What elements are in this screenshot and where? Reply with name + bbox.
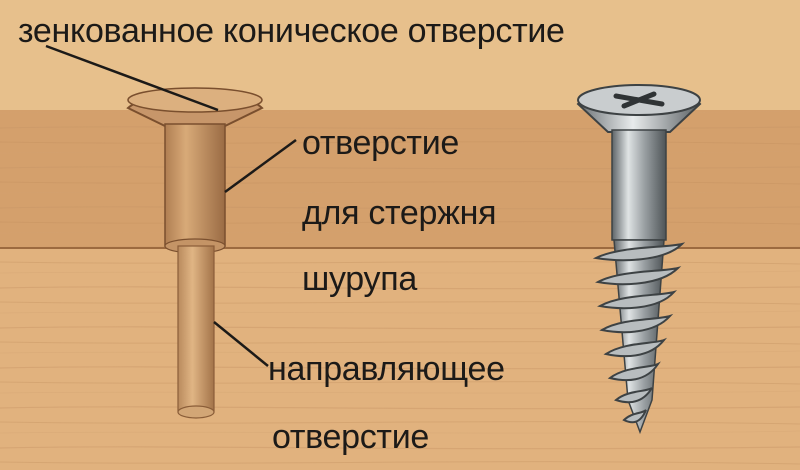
label-shank-hole-line-1: отверстие [302,124,460,162]
label-pilot-hole-line-1: направляющее [268,350,505,388]
lower-board-grain [0,249,800,470]
pilot-hole-bottom [177,405,215,419]
leader-countersink [45,44,219,112]
countersink-rim [127,87,263,113]
shank-hole [164,123,226,247]
screw-threads [592,242,686,424]
hole-cross-section [126,87,264,419]
leader-shank-hole [224,138,297,194]
screw-shank [611,129,667,241]
phillips-slot [613,91,665,109]
label-countersink-hole: зенкованное коническое отверстие [18,12,565,50]
label-shank-hole-line-2: для стержня [302,194,497,232]
leader-pilot-hole [213,321,269,367]
label-shank-hole-line-3: шурупа [302,260,417,298]
label-pilot-hole-line-2: отверстие [272,418,430,456]
pilot-hole [177,245,215,413]
screw-icon [576,84,702,435]
